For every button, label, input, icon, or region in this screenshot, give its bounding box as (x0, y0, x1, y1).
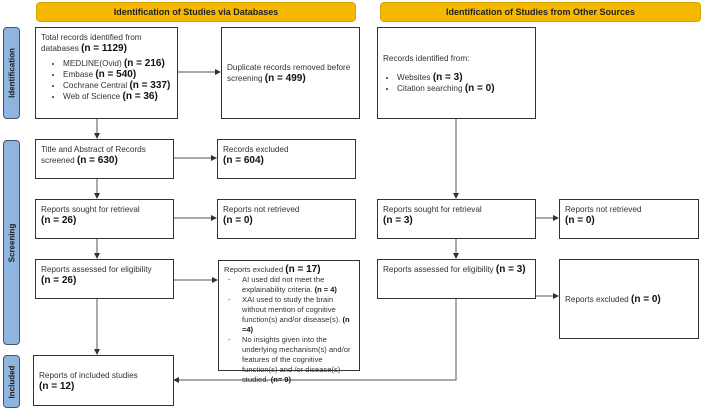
count: (n = 36) (122, 91, 158, 102)
reason-text: No insights given into the underlying me… (242, 335, 351, 384)
count: (n = 630) (76, 155, 118, 166)
count: (n= 9) (270, 375, 291, 384)
box-other-not-retrieved: Reports not retrieved(n = 0) (559, 199, 699, 239)
source-label: MEDLINE(Ovid) (63, 59, 122, 68)
reason-text: XAI used to study the brain without ment… (242, 295, 341, 324)
count: (n = 337) (129, 80, 171, 91)
count: (n = 0) (223, 215, 253, 226)
exclusion-reason: No insights given into the underlying me… (224, 335, 354, 385)
phase-identification: Identification (3, 27, 20, 119)
source-label: Web of Science (63, 92, 121, 101)
box-text: Records identified from: (383, 53, 470, 63)
box-not-retrieved: Reports not retrieved(n = 0) (217, 199, 356, 239)
box-text: Reports sought for retrieval (383, 205, 482, 214)
phase-screening: Screening (3, 140, 20, 345)
count: (n = 26) (41, 275, 77, 286)
box-screened: Title and Abstract of Records screened (… (35, 139, 174, 179)
box-other-assessed: Reports assessed for eligibility (n = 3) (377, 259, 536, 299)
box-reports-excluded: Reports excluded (n = 17) AI used did no… (218, 260, 360, 384)
box-other-identified: Records identified from: Websites (n = 3… (377, 27, 536, 119)
phase-label: Screening (7, 223, 16, 262)
count: (n = 3) (495, 264, 526, 275)
count: (n = 1129) (81, 43, 127, 54)
reason-text: AI used did not meet the explainability … (242, 275, 325, 294)
exclusion-reason: AI used did not meet the explainability … (224, 275, 354, 295)
box-total-records: Total records identified from databases … (35, 27, 178, 119)
box-records-excluded: Records excluded(n = 604) (217, 139, 356, 179)
phase-included: Included (3, 355, 20, 408)
count: (n = 0) (631, 293, 661, 305)
count: (n = 12) (39, 380, 75, 392)
source-item: MEDLINE(Ovid) (n = 216) (63, 58, 172, 69)
box-text: Title and Abstract of Records screened (41, 145, 146, 165)
count: (n = 499) (264, 73, 306, 84)
count: (n = 0) (565, 215, 595, 226)
box-text: Reports of included studies (39, 370, 138, 380)
count: (n =4) (242, 315, 350, 334)
count: (n = 4) (314, 285, 337, 294)
box-text: Reports sought for retrieval (41, 205, 140, 214)
source-label: Embase (63, 70, 94, 79)
phase-label: Identification (7, 48, 16, 98)
box-text: Duplicate records removed before screeni… (227, 63, 351, 83)
count: (n = 3) (432, 71, 463, 83)
count: (n = 540) (95, 69, 137, 80)
source-item: Embase (n = 540) (63, 69, 172, 80)
box-assessed-eligibility: Reports assessed for eligibility(n = 26) (35, 259, 174, 299)
box-duplicates-removed: Duplicate records removed before screeni… (221, 27, 360, 119)
box-sought-retrieval: Reports sought for retrieval(n = 26) (35, 199, 174, 239)
box-text: Reports not retrieved (565, 205, 642, 214)
box-text: Reports assessed for eligibility (41, 265, 152, 274)
box-included-studies: Reports of included studies(n = 12) (33, 355, 174, 406)
source-item: Cochrane Central (n = 337) (63, 80, 172, 91)
source-label: Websites (397, 72, 431, 82)
phase-label: Included (7, 365, 16, 398)
exclusion-reason: XAI used to study the brain without ment… (224, 295, 354, 335)
box-text: Total records identified from databases (41, 33, 142, 53)
count: (n = 604) (223, 155, 264, 166)
source-label: Citation searching (397, 83, 463, 93)
source-item: Web of Science (n = 36) (63, 91, 172, 102)
source-item: Citation searching (n = 0) (397, 83, 530, 94)
box-text: Records excluded (223, 145, 289, 154)
count: (n = 216) (123, 58, 165, 69)
header-other-sources: Identification of Studies from Other Sou… (380, 2, 701, 22)
box-text: Reports not retrieved (223, 205, 300, 214)
count: (n = 17) (285, 264, 321, 275)
header-databases: Identification of Studies via Databases (36, 2, 356, 22)
count: (n = 3) (383, 215, 413, 226)
box-text: Reports assessed for eligibility (383, 265, 494, 274)
source-item: Websites (n = 3) (397, 72, 530, 83)
source-label: Cochrane Central (63, 81, 128, 90)
box-text: Reports excluded (224, 265, 284, 274)
box-text: Reports excluded (565, 294, 629, 304)
box-other-sought: Reports sought for retrieval(n = 3) (377, 199, 536, 239)
count: (n = 0) (464, 82, 495, 94)
box-other-excluded: Reports excluded (n = 0) (559, 259, 699, 339)
count: (n = 26) (41, 215, 77, 226)
